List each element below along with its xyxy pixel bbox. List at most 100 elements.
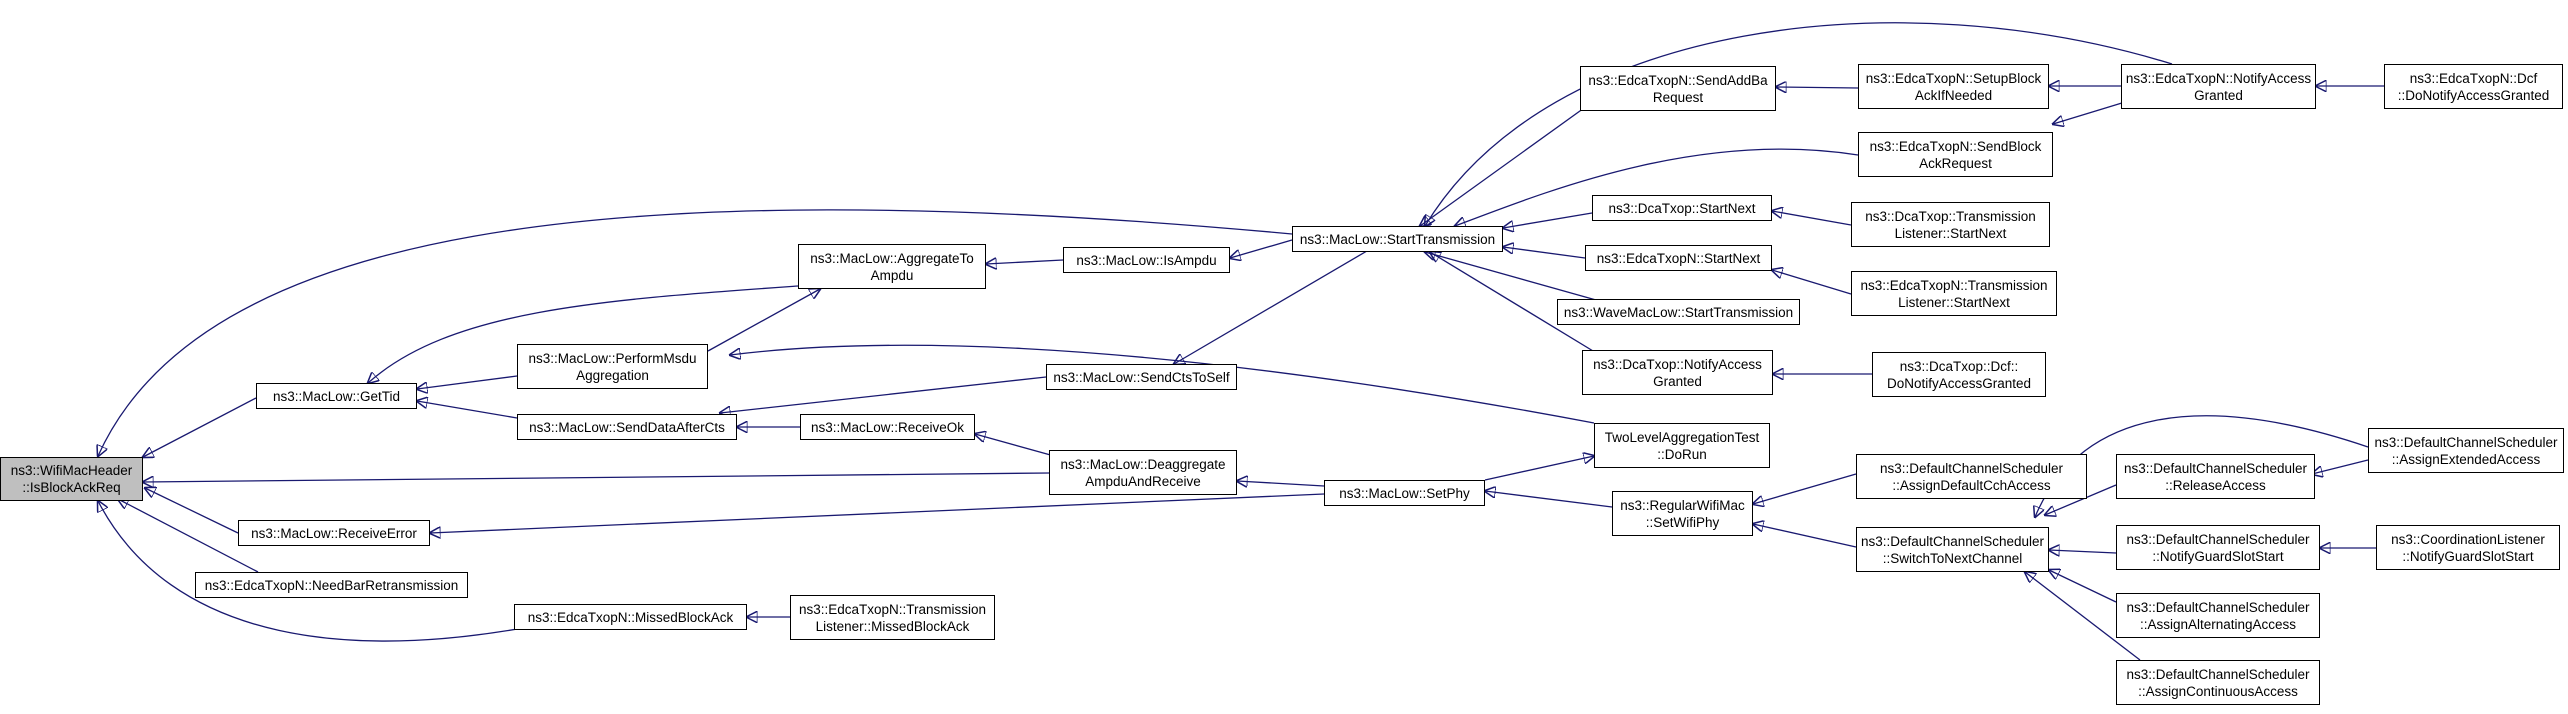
node-edcatxopn-dcf-donotifyaccessgranted[interactable]: ns3::EdcaTxopN::Dcf ::DoNotifyAccessGran… xyxy=(2384,64,2563,109)
node-label: ns3::EdcaTxopN::SetupBlock AckIfNeeded xyxy=(1865,70,2042,103)
node-dcatxop-transmissionlistener-startnext[interactable]: ns3::DcaTxop::Transmission Listener::Sta… xyxy=(1851,202,2050,247)
edge-edcanotify-to-starttx xyxy=(1425,22,2173,226)
node-label: ns3::EdcaTxopN::NeedBarRetransmission xyxy=(204,577,459,593)
edge-performmsdu-to-aggregate xyxy=(707,289,820,352)
node-label: ns3::MacLow::SetPhy xyxy=(1339,485,1470,501)
edge-notifyguard-to-switch xyxy=(2049,550,2117,553)
node-defaultchannelscheduler-releaseaccess[interactable]: ns3::DefaultChannelScheduler ::ReleaseAc… xyxy=(2116,454,2315,499)
edge-dcanotify-to-starttx xyxy=(1430,252,1599,355)
node-edcatxopn-setupblockackifneeded[interactable]: ns3::EdcaTxopN::SetupBlock AckIfNeeded xyxy=(1858,64,2049,109)
node-edcatxopn-transmissionlistener-startnext[interactable]: ns3::EdcaTxopN::Transmission Listener::S… xyxy=(1851,271,2057,316)
node-label: ns3::EdcaTxopN::MissedBlockAck xyxy=(527,609,734,625)
edge-edcatxlistener-to-edcastartnext xyxy=(1772,270,1852,295)
edge-continuous-to-switch xyxy=(2025,572,2141,661)
edge-wave-to-starttx xyxy=(1425,252,1597,301)
node-maclow-isampdu[interactable]: ns3::MacLow::IsAmpdu xyxy=(1063,247,1230,273)
node-maclow-starttransmission[interactable]: ns3::MacLow::StartTransmission xyxy=(1292,226,1503,252)
node-edcatxopn-missedblockack[interactable]: ns3::EdcaTxopN::MissedBlockAck xyxy=(514,604,747,630)
node-label: ns3::EdcaTxopN::SendBlock AckRequest xyxy=(1869,138,2042,171)
edge-setupblockack-to-sendaddba xyxy=(1776,87,1859,88)
node-label: ns3::EdcaTxopN::Transmission Listener::M… xyxy=(798,601,987,634)
node-edcatxopn-sendblockackrequest[interactable]: ns3::EdcaTxopN::SendBlock AckRequest xyxy=(1858,132,2053,177)
edge-aggregate-to-gettid xyxy=(368,285,799,383)
node-label: ns3::MacLow::SendDataAfterCts xyxy=(529,419,725,435)
node-label: ns3::DcaTxop::Transmission Listener::Sta… xyxy=(1865,208,2036,241)
node-label: ns3::DefaultChannelScheduler ::AssignDef… xyxy=(1879,460,2064,493)
edge-extended-to-releaseaccess xyxy=(2312,459,2369,474)
node-maclow-setphy[interactable]: ns3::MacLow::SetPhy xyxy=(1324,480,1485,506)
node-defaultchannelscheduler-assigndefaultcchaccess[interactable]: ns3::DefaultChannelScheduler ::AssignDef… xyxy=(1856,454,2087,499)
edge-sendaddba-to-starttx xyxy=(1420,97,1599,226)
edge-dcatxlistener-to-dcastartnext xyxy=(1772,211,1852,226)
node-label: ns3::DefaultChannelScheduler ::ReleaseAc… xyxy=(2123,460,2308,493)
node-maclow-receiveerror[interactable]: ns3::MacLow::ReceiveError xyxy=(238,520,430,546)
edge-sendblockack-to-starttx xyxy=(1455,148,1859,226)
edge-missedblockack-to-root xyxy=(98,501,574,642)
node-defaultchannelscheduler-notifyguardslotstart[interactable]: ns3::DefaultChannelScheduler ::NotifyGua… xyxy=(2116,525,2320,570)
edge-setphy-to-receiveerror xyxy=(430,493,1325,533)
edge-assigndefault-to-regular xyxy=(1753,473,1857,504)
node-maclow-sendctstoself[interactable]: ns3::MacLow::SendCtsToSelf xyxy=(1046,364,1237,390)
edge-setphy-to-deaggregate xyxy=(1237,481,1325,486)
node-defaultchannelscheduler-assignalternatingaccess[interactable]: ns3::DefaultChannelScheduler ::AssignAlt… xyxy=(2116,593,2320,638)
edge-releaseaccess-to-switch xyxy=(2045,484,2117,515)
node-defaultchannelscheduler-assigncontinuousaccess[interactable]: ns3::DefaultChannelScheduler ::AssignCon… xyxy=(2116,660,2320,705)
node-label: ns3::DcaTxop::StartNext xyxy=(1608,200,1756,216)
node-dcatxop-dcf-donotifyaccessgranted[interactable]: ns3::DcaTxop::Dcf:: DoNotifyAccessGrante… xyxy=(1872,352,2046,397)
edge-senddataaftercts-to-gettid xyxy=(417,401,518,419)
edge-switch-to-regular xyxy=(1753,524,1857,548)
node-maclow-senddataaftercts[interactable]: ns3::MacLow::SendDataAfterCts xyxy=(517,414,737,440)
node-label: ns3::MacLow::ReceiveError xyxy=(251,525,417,541)
node-maclow-gettid[interactable]: ns3::MacLow::GetTid xyxy=(256,383,417,409)
node-label: ns3::EdcaTxopN::StartNext xyxy=(1596,250,1761,266)
node-defaultchannelscheduler-assignextendedaccess[interactable]: ns3::DefaultChannelScheduler ::AssignExt… xyxy=(2368,428,2564,473)
node-label: TwoLevelAggregationTest ::DoRun xyxy=(1604,429,1760,462)
node-dcatxop-startnext[interactable]: ns3::DcaTxop::StartNext xyxy=(1592,195,1772,221)
node-label: ns3::WaveMacLow::StartTransmission xyxy=(1563,304,1794,320)
edge-deaggregate-to-root xyxy=(143,472,1050,482)
node-label: ns3::MacLow::AggregateTo Ampdu xyxy=(810,250,974,283)
edge-isampdu-to-aggregate xyxy=(986,260,1064,264)
edge-regularsetwifiphy-to-setphy xyxy=(1485,491,1613,508)
edge-starttx-to-sendctstoself xyxy=(1174,247,1373,364)
node-wavemaclow-starttransmission[interactable]: ns3::WaveMacLow::StartTransmission xyxy=(1557,299,1800,325)
node-label: ns3::MacLow::GetTid xyxy=(272,388,401,404)
node-label: ns3::DefaultChannelScheduler ::AssignCon… xyxy=(2126,666,2310,699)
node-defaultchannelscheduler-switchtonextchannel[interactable]: ns3::DefaultChannelScheduler ::SwitchToN… xyxy=(1856,527,2049,572)
node-twolevelaggregationtest-dorun[interactable]: TwoLevelAggregationTest ::DoRun xyxy=(1594,423,1770,468)
node-label: ns3::MacLow::Deaggregate AmpduAndReceive xyxy=(1060,456,1226,489)
node-maclow-performmsduaggregation[interactable]: ns3::MacLow::PerformMsdu Aggregation xyxy=(517,344,708,389)
node-maclow-deaggregateampduandreceive[interactable]: ns3::MacLow::Deaggregate AmpduAndReceive xyxy=(1049,450,1237,495)
edge-starttx-to-isampdu xyxy=(1230,239,1293,258)
node-label: ns3::DefaultChannelScheduler ::AssignAlt… xyxy=(2126,599,2310,632)
node-edcatxopn-sendaddbarequest[interactable]: ns3::EdcaTxopN::SendAddBa Request xyxy=(1580,66,1776,111)
node-label: ns3::MacLow::PerformMsdu Aggregation xyxy=(528,350,697,383)
edge-needbar-to-root xyxy=(118,499,259,573)
node-maclow-aggregatetoampdu[interactable]: ns3::MacLow::AggregateTo Ampdu xyxy=(798,244,986,289)
node-label: ns3::MacLow::StartTransmission xyxy=(1299,231,1496,247)
node-wifimacheader-isblockackreq: ns3::WifiMacHeader ::IsBlockAckReq xyxy=(0,457,143,501)
node-edcatxopn-needbarretransmission[interactable]: ns3::EdcaTxopN::NeedBarRetransmission xyxy=(195,572,468,598)
node-edcatxopn-notifyaccessgranted[interactable]: ns3::EdcaTxopN::NotifyAccess Granted xyxy=(2121,64,2316,109)
node-label: ns3::EdcaTxopN::Transmission Listener::S… xyxy=(1860,277,2048,310)
edge-starttx-to-root xyxy=(98,209,1293,456)
node-label: ns3::DefaultChannelScheduler ::AssignExt… xyxy=(2374,434,2558,467)
node-maclow-receiveok[interactable]: ns3::MacLow::ReceiveOk xyxy=(800,414,975,440)
node-label: ns3::CoordinationListener ::NotifyGuardS… xyxy=(2391,531,2545,564)
node-label: ns3::DcaTxop::Dcf:: DoNotifyAccessGrante… xyxy=(1886,358,2032,391)
node-edcatxopn-transmissionlistener-missedblockack[interactable]: ns3::EdcaTxopN::Transmission Listener::M… xyxy=(790,595,995,640)
edge-performmsdu-to-gettid xyxy=(417,375,518,389)
node-regularwifimac-setwifiphy[interactable]: ns3::RegularWifiMac ::SetWifiPhy xyxy=(1612,491,1753,536)
node-label: ns3::MacLow::ReceiveOk xyxy=(810,419,965,435)
edge-edcastartnext-to-starttx xyxy=(1503,247,1586,259)
node-label: ns3::EdcaTxopN::SendAddBa Request xyxy=(1588,72,1768,105)
node-coordinationlistener-notifyguardslotstart[interactable]: ns3::CoordinationListener ::NotifyGuardS… xyxy=(2376,525,2560,570)
edge-receiveerror-to-root xyxy=(145,488,239,534)
edge-setphy-to-twolevel xyxy=(1484,456,1594,481)
node-dcatxop-notifyaccessgranted[interactable]: ns3::DcaTxop::NotifyAccess Granted xyxy=(1582,350,1773,395)
node-edcatxopn-startnext[interactable]: ns3::EdcaTxopN::StartNext xyxy=(1585,245,1772,271)
node-label: ns3::DcaTxop::NotifyAccess Granted xyxy=(1593,356,1762,389)
edge-dcastartnext-to-starttx xyxy=(1503,212,1593,228)
